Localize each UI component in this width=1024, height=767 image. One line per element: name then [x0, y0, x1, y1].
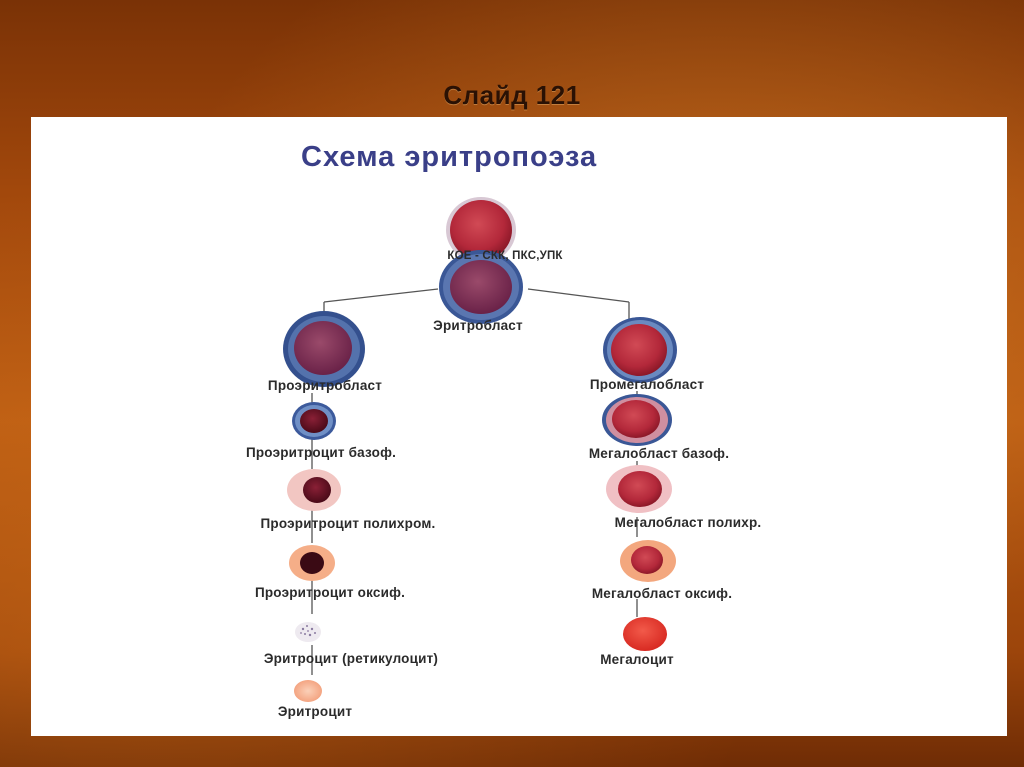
label-promegaloblast: Промегалобласт [589, 377, 705, 392]
cell-promegaloblast [603, 317, 677, 383]
cell-koe [446, 197, 516, 263]
cell-reticulocyte [295, 622, 321, 642]
label-megalocyte: Мегалоцит [600, 652, 674, 667]
cell-megaloblast-polychr [606, 465, 672, 513]
label-erythrocyte-reticulocyte: Эритроцит (ретикулоцит) [263, 651, 439, 666]
erythropoiesis-diagram [283, 197, 677, 702]
diagram-title: Схема эритропоэза [301, 141, 598, 173]
cell-megalocyte [623, 617, 667, 651]
cell-megaloblast-oxyph [620, 540, 676, 582]
label-proerythroblast: Проэритробласт [267, 378, 383, 393]
cell-proerythroblast [283, 311, 365, 387]
label-erythrocyte: Эритроцит [277, 704, 353, 719]
connector-erythroblast-left [323, 288, 439, 303]
label-proerythrocyte-oxyph: Проэритроцит оксиф. [254, 585, 406, 600]
label-megaloblast-basoph: Мегалобласт базоф. [588, 446, 730, 461]
cell-erythroblast [439, 250, 523, 324]
connector-erythroblast-right [527, 288, 630, 303]
label-proerythrocyte-basoph: Проэритроцит базоф. [245, 445, 397, 460]
cell-proerythrocyte-oxyph [289, 545, 335, 581]
cell-megaloblast-basoph [602, 394, 672, 446]
connector-lines [311, 260, 638, 675]
label-proerythrocyte-polychrom: Проэритроцит полихром. [260, 516, 436, 531]
cell-erythrocyte [294, 680, 322, 702]
label-megaloblast-oxyph: Мегалобласт оксиф. [591, 586, 733, 601]
slide-title: Слайд 121 [443, 80, 581, 110]
label-koe: КОЕ - СКК, ПКС,УПК [447, 250, 563, 262]
slide-content-panel: Схема эритропоэза КОЕ - СКК, ПКС,УПК Эри… [31, 117, 1007, 736]
cell-proerythrocyte-polychrom [287, 469, 341, 511]
label-megaloblast-polychr: Мегалобласт полихр. [614, 515, 762, 530]
label-erythroblast: Эритробласт [433, 318, 523, 333]
cell-proerythrocyte-basoph [292, 402, 336, 440]
